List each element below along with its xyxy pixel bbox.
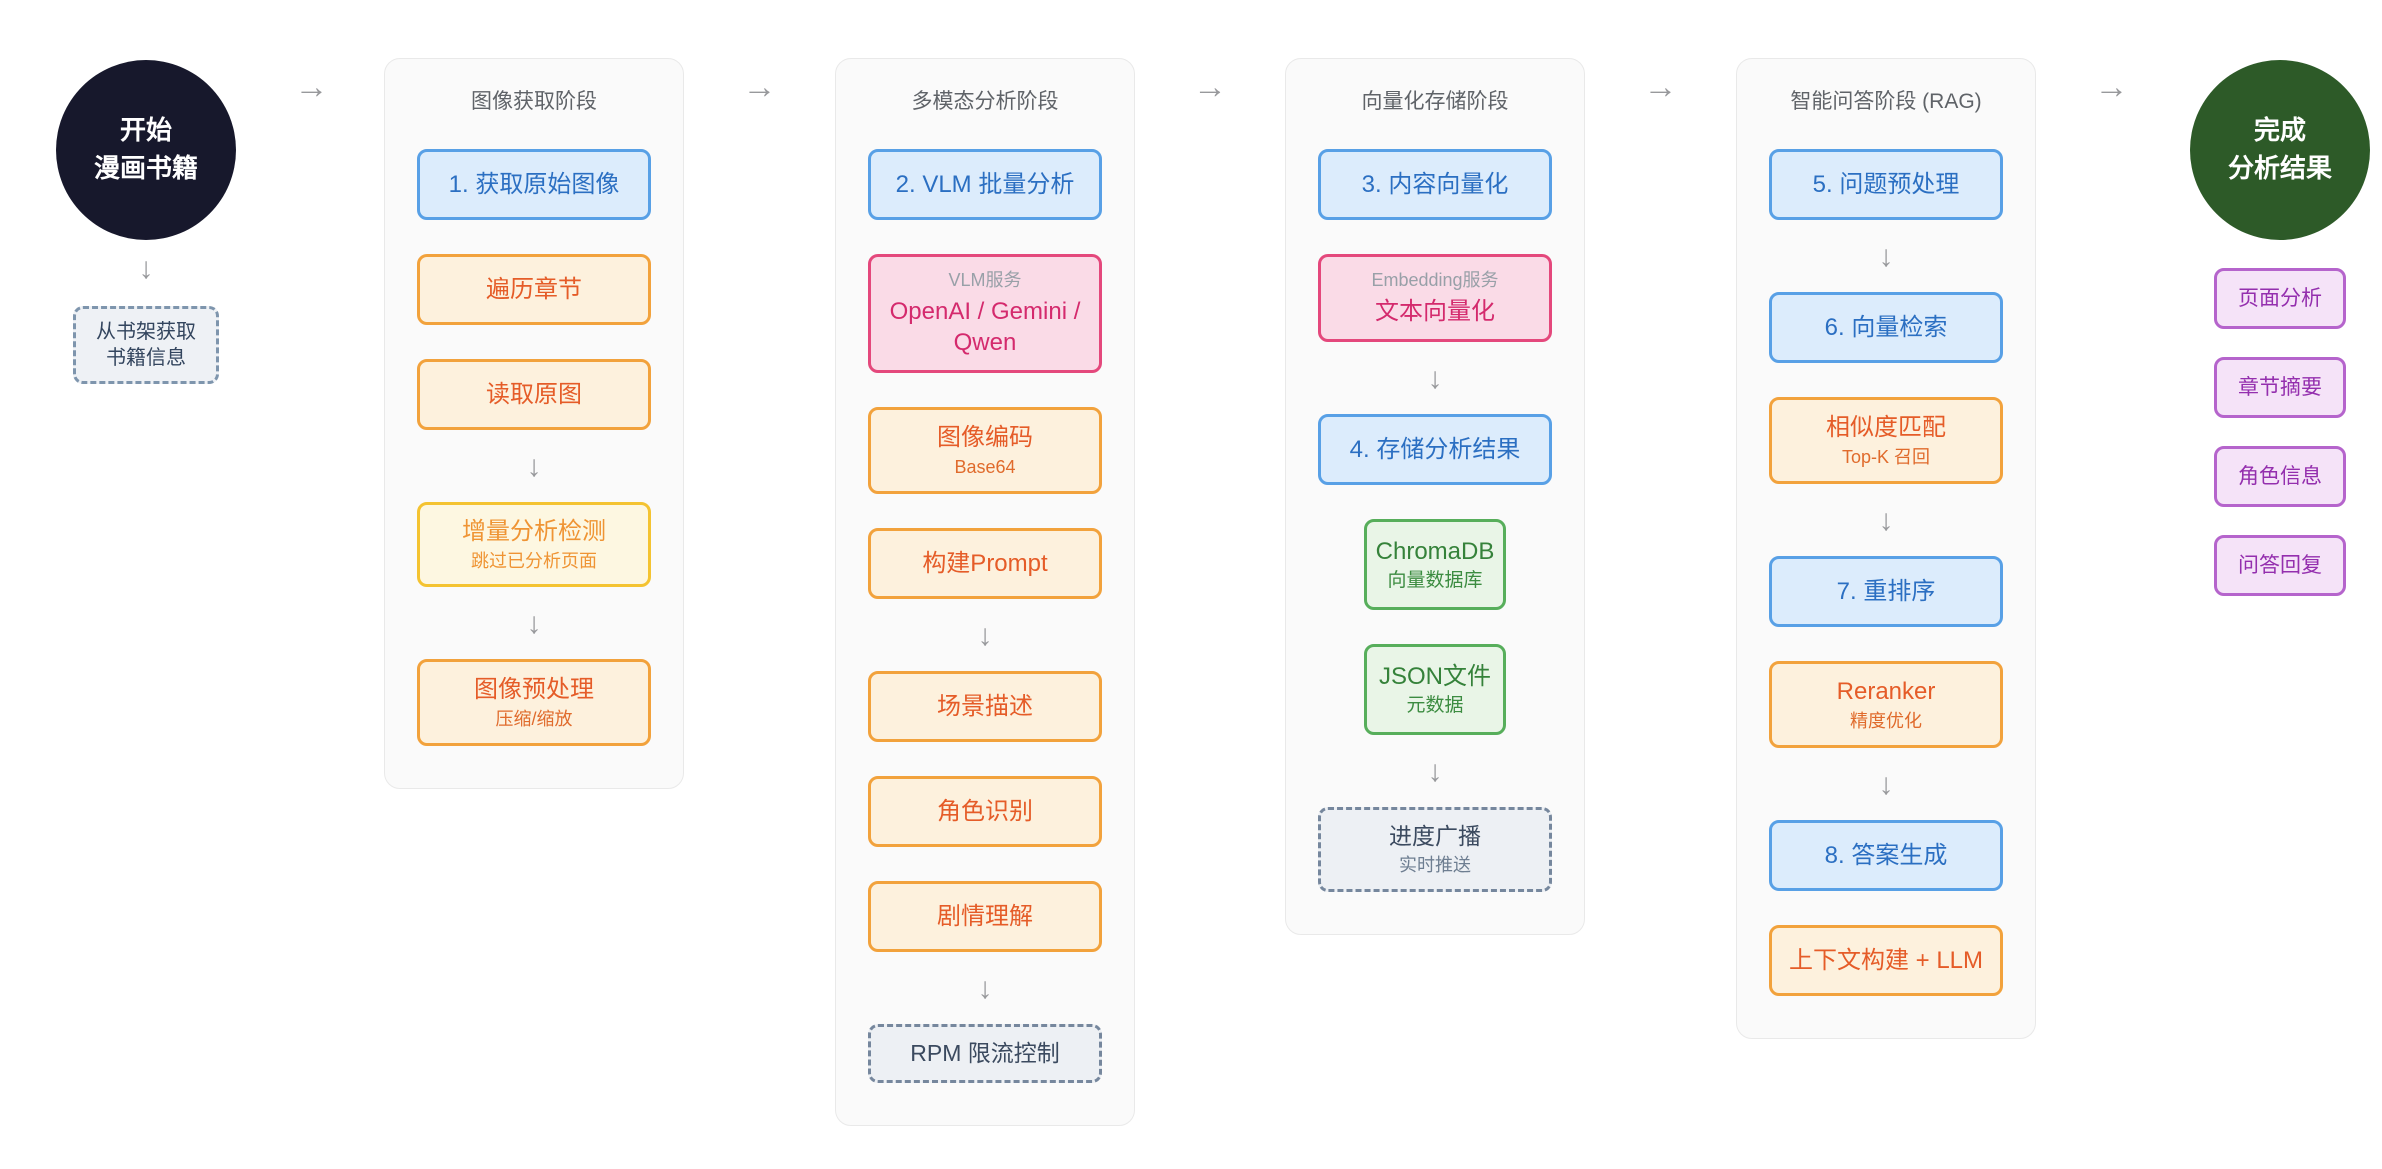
stage-title: 智能问答阶段 (RAG) — [1790, 90, 1982, 113]
start-title-line2: 漫画书籍 — [93, 153, 198, 183]
stage-panel-multimodal-analysis: 多模态分析阶段 2. VLM 批量分析 VLM服务 OpenAI / Gemin… — [835, 58, 1135, 1126]
down-arrow-icon: ↓ — [1878, 504, 1894, 537]
start-note-line1: 从书架获取 — [96, 321, 196, 343]
down-arrow-icon: ↓ — [138, 252, 154, 285]
right-arrow-icon: → — [1643, 68, 1678, 106]
flow-node-rerank: 7. 重排序 — [1769, 556, 2003, 627]
down-arrow-icon: ↓ — [526, 607, 542, 640]
stage-panel-rag-qa: 智能问答阶段 (RAG) 5. 问题预处理 ↓ 6. 向量检索 相似度匹配 To… — [1736, 58, 2036, 1039]
down-arrow-icon: ↓ — [977, 972, 993, 1005]
flow-node-vlm-batch-analysis: 2. VLM 批量分析 — [868, 149, 1102, 220]
stage-title: 图像获取阶段 — [471, 90, 597, 113]
flow-node-progress-broadcast: 进度广播 实时推送 — [1318, 807, 1552, 892]
flow-node-answer-generation: 8. 答案生成 — [1769, 820, 2003, 891]
flow-node-vector-retrieval: 6. 向量检索 — [1769, 292, 2003, 363]
flow-node-embedding-service: Embedding服务 文本向量化 — [1318, 254, 1552, 342]
start-note: 从书架获取 书籍信息 — [73, 306, 219, 384]
flow-node-content-vectorization: 3. 内容向量化 — [1318, 149, 1552, 220]
flow-node-get-original-images: 1. 获取原始图像 — [417, 149, 651, 220]
output-chip-chapter-summary: 章节摘要 — [2214, 357, 2346, 418]
flow-node-store-analysis-results: 4. 存储分析结果 — [1318, 414, 1552, 485]
flow-node-image-encoding: 图像编码 Base64 — [868, 407, 1102, 494]
flow-node-image-preprocess: 图像预处理 压缩/缩放 — [417, 659, 651, 746]
flow-node-chromadb: ChromaDB 向量数据库 — [1364, 519, 1506, 610]
down-arrow-icon: ↓ — [1427, 362, 1443, 395]
flow-node-scene-description: 场景描述 — [868, 671, 1102, 742]
end-title-line1: 完成 — [2253, 115, 2306, 146]
flow-node-read-raw-image: 读取原图 — [417, 359, 651, 430]
right-arrow-icon: → — [2094, 68, 2129, 106]
flow-node-incremental-check: 增量分析检测 跳过已分析页面 — [417, 502, 651, 587]
start-note-line2: 书籍信息 — [106, 347, 186, 369]
flow-node-plot-understanding: 剧情理解 — [868, 881, 1102, 952]
end-circle: 完成 分析结果 — [2190, 60, 2370, 240]
stage-panel-image-acquisition: 图像获取阶段 1. 获取原始图像 遍历章节 读取原图 ↓ 增量分析检测 跳过已分… — [384, 58, 684, 789]
flow-node-vlm-service: VLM服务 OpenAI / Gemini / Qwen — [868, 254, 1102, 373]
flow-node-json-file: JSON文件 元数据 — [1364, 644, 1506, 735]
flow-node-context-build-llm: 上下文构建 + LLM — [1769, 925, 2003, 996]
stage-title: 向量化存储阶段 — [1361, 90, 1509, 113]
flow-node-similarity-match: 相似度匹配 Top-K 召回 — [1769, 397, 2003, 484]
down-arrow-icon: ↓ — [1878, 768, 1894, 801]
output-chip-character-info: 角色信息 — [2214, 446, 2346, 507]
down-arrow-icon: ↓ — [526, 450, 542, 483]
right-arrow-icon: → — [294, 68, 329, 106]
flow-node-rpm-rate-limit: RPM 限流控制 — [868, 1024, 1102, 1083]
down-arrow-icon: ↓ — [1427, 755, 1443, 788]
start-title-line1: 开始 — [119, 115, 172, 146]
right-arrow-icon: → — [742, 68, 777, 106]
flow-node-question-preprocess: 5. 问题预处理 — [1769, 149, 2003, 220]
down-arrow-icon: ↓ — [977, 619, 993, 652]
stage-title: 多模态分析阶段 — [911, 90, 1059, 113]
stage-panel-vector-storage: 向量化存储阶段 3. 内容向量化 Embedding服务 文本向量化 ↓ 4. … — [1285, 58, 1585, 935]
end-title-line2: 分析结果 — [2227, 153, 2332, 183]
right-arrow-icon: → — [1193, 68, 1227, 106]
down-arrow-icon: ↓ — [1878, 240, 1894, 273]
start-circle: 开始 漫画书籍 — [56, 60, 236, 240]
start-column: 开始 漫画书籍 ↓ 从书架获取 书籍信息 — [53, 60, 239, 384]
flow-node-build-prompt: 构建Prompt — [868, 528, 1102, 599]
flow-node-character-recognition: 角色识别 — [868, 776, 1102, 847]
flow-row: 开始 漫画书籍 ↓ 从书架获取 书籍信息 → 图像获取阶段 1. 获取原始图像 … — [53, 58, 2373, 1126]
output-chip-qa-reply: 问答回复 — [2214, 535, 2346, 596]
output-chip-page-analysis: 页面分析 — [2214, 268, 2346, 329]
end-column: 完成 分析结果 页面分析 章节摘要 角色信息 问答回复 — [2187, 60, 2373, 596]
flow-node-iterate-chapters: 遍历章节 — [417, 254, 651, 325]
flow-node-reranker: Reranker 精度优化 — [1769, 661, 2003, 748]
